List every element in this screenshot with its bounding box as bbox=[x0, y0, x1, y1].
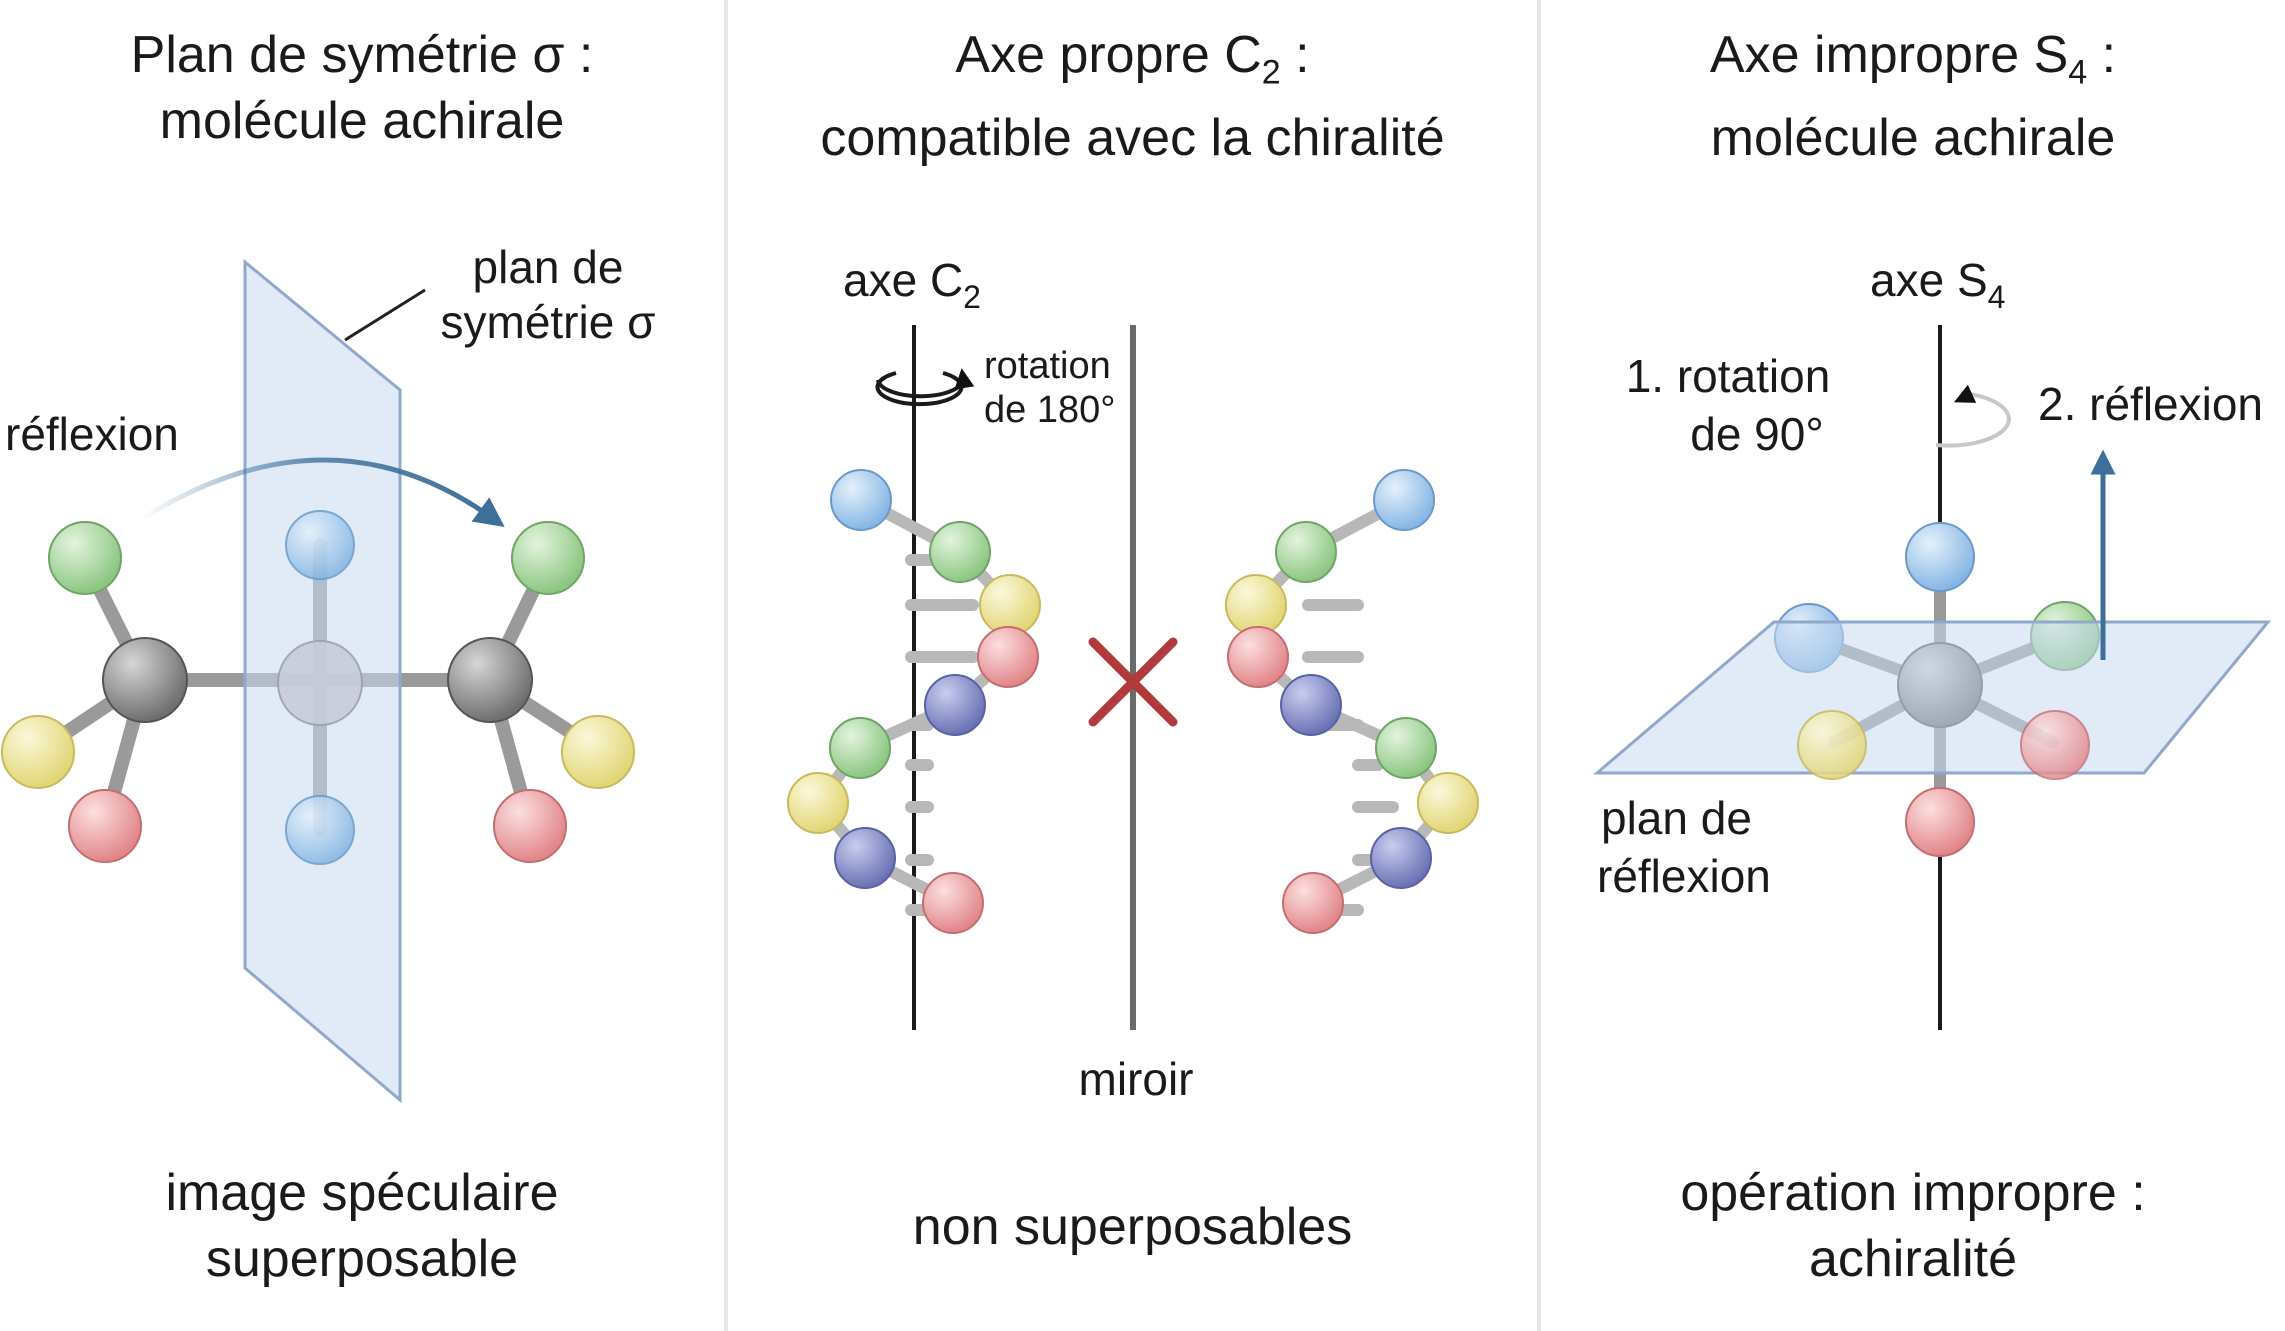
s4-atom-red-bottom bbox=[1905, 787, 1975, 857]
not-superposable-cross bbox=[1088, 637, 1178, 727]
mirror-label: miroir bbox=[1079, 1053, 1194, 1105]
panel-1-caption-line2: superposable bbox=[205, 1230, 519, 1288]
panel-3-caption-line1: opération impropre : bbox=[1680, 1164, 2146, 1222]
rotation-label-line1: rotation bbox=[984, 345, 1111, 387]
panel-1-caption-line1: image spéculaire bbox=[165, 1164, 559, 1222]
atom-green-right bbox=[511, 521, 585, 595]
title-suffix: : bbox=[1280, 26, 1310, 84]
atom-carbon-left bbox=[102, 637, 188, 723]
atom-red-left bbox=[68, 789, 142, 863]
helix-left-atom-green bbox=[929, 521, 991, 583]
rotation-label-line2: de 180° bbox=[984, 389, 1115, 431]
step1-label-line2: de 90° bbox=[1690, 408, 1824, 460]
helix-right-atom-purple-2 bbox=[1370, 827, 1432, 889]
step1-label-line1: 1. rotation bbox=[1626, 350, 1831, 402]
panel-2-title: Axe propre C2 : compatible avec la chira… bbox=[728, 22, 1537, 171]
panel-proper-axis: Axe propre C2 : compatible avec la chira… bbox=[728, 0, 1537, 1331]
plane-label-line2: symétrie σ bbox=[441, 296, 656, 348]
helix-right-atom-green-2 bbox=[1375, 717, 1437, 779]
panel-1-illustration: plan de symétrie σ réflexion bbox=[1, 241, 656, 1104]
reflection-arrow bbox=[138, 457, 505, 528]
panel-3-title-line2: molécule achirale bbox=[1710, 109, 2116, 168]
helix-right-atom-red-2 bbox=[1282, 872, 1344, 934]
atom-blue-top bbox=[285, 510, 355, 580]
atom-carbon-right bbox=[447, 637, 533, 723]
atom-center bbox=[277, 640, 363, 726]
panel-improper-axis: Axe impropre S4 : molécule achirale axe … bbox=[1541, 0, 2285, 1331]
panel-2-title-line2: compatible avec la chiralité bbox=[820, 109, 1445, 168]
plane-leader-line bbox=[344, 288, 426, 342]
reflection-plane bbox=[1592, 620, 2272, 775]
title-suffix: : bbox=[2087, 26, 2117, 84]
title-subscript: 2 bbox=[1261, 53, 1281, 92]
s4-atom-yellow bbox=[1797, 710, 1867, 780]
panel-1-title-line2: molécule achirale bbox=[159, 92, 565, 150]
panel-3-caption-line2: achiralité bbox=[1808, 1230, 2018, 1288]
helix-right-atom-purple bbox=[1280, 674, 1342, 736]
plane-label-line2: réflexion bbox=[1597, 850, 1771, 902]
helix-right-atom-yellow-2 bbox=[1417, 772, 1479, 834]
title-text: Axe impropre S bbox=[1709, 26, 2069, 84]
panel-3-caption: opération impropre : achiralité bbox=[1541, 1160, 2285, 1292]
helix-right-atom-yellow bbox=[1225, 574, 1287, 636]
helix-left-atom-red-2 bbox=[922, 872, 984, 934]
panel-2-caption-line1: non superposables bbox=[912, 1198, 1353, 1256]
helix-left-atom-purple-2 bbox=[834, 827, 896, 889]
panel-3-title-line1: Axe impropre S4 : bbox=[1541, 22, 2285, 105]
atom-blue-bottom bbox=[285, 795, 355, 865]
rotation-arrow bbox=[1953, 384, 1977, 403]
atom-yellow-right bbox=[561, 715, 635, 789]
helix-right-atom-blue bbox=[1373, 469, 1435, 531]
axis-s4-label: axe S4 bbox=[1870, 254, 2005, 315]
panel-2-caption: non superposables bbox=[728, 1194, 1537, 1260]
axis-c2-label: axe C2 bbox=[843, 254, 981, 315]
panel-3-illustration: axe S4 1. rotation de 90° 2. réflexion p… bbox=[1592, 254, 2272, 1030]
rotation-ellipse bbox=[875, 371, 964, 407]
rotation-ellipse bbox=[1935, 391, 2011, 448]
title-text: Axe propre C bbox=[955, 26, 1262, 84]
panel-1-title-line1: Plan de symétrie σ : bbox=[130, 26, 594, 84]
reflection-label: réflexion bbox=[5, 408, 179, 460]
helix-right-atom-red bbox=[1227, 626, 1289, 688]
atom-green-left bbox=[48, 521, 122, 595]
helix-left-atom-blue bbox=[830, 469, 892, 531]
helix-left-atom-purple bbox=[924, 674, 986, 736]
helix-left-atom-yellow bbox=[979, 574, 1041, 636]
helix-left-atom-yellow-2 bbox=[787, 772, 849, 834]
panel-mirror-plane: Plan de symétrie σ : molécule achirale bbox=[0, 0, 724, 1331]
s4-atom-blue-top bbox=[1905, 522, 1975, 592]
panel-3-title: Axe impropre S4 : molécule achirale bbox=[1541, 22, 2285, 171]
s4-atom-red-right bbox=[2020, 710, 2090, 780]
step2-label: 2. réflexion bbox=[2038, 378, 2263, 430]
helix-left-atom-green-2 bbox=[829, 717, 891, 779]
helix-right-atom-green bbox=[1275, 521, 1337, 583]
panel-2-illustration: axe C2 rotation de 180° miroir bbox=[787, 254, 1479, 1105]
helix-left-atom-red bbox=[977, 626, 1039, 688]
rotation-arrow bbox=[876, 368, 975, 399]
plane-label-line1: plan de bbox=[473, 241, 624, 293]
title-subscript: 4 bbox=[2068, 53, 2088, 92]
panel-2-title-line1: Axe propre C2 : bbox=[728, 22, 1537, 105]
atom-yellow-left bbox=[1, 715, 75, 789]
panel-divider-2 bbox=[1537, 0, 1541, 1331]
panel-1-title: Plan de symétrie σ : molécule achirale bbox=[0, 22, 724, 154]
atom-red-right bbox=[493, 789, 567, 863]
panel-1-caption: image spéculaire superposable bbox=[0, 1160, 724, 1292]
plane-label-line1: plan de bbox=[1601, 792, 1752, 844]
panel-divider-1 bbox=[724, 0, 728, 1331]
